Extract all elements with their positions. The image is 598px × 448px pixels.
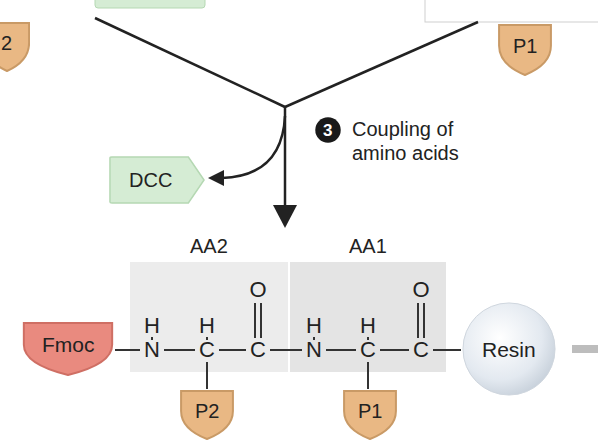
step-number: 3	[315, 117, 341, 143]
atom-oxygen: O	[410, 278, 432, 302]
atom-carbon: C	[357, 338, 379, 362]
atom-oxygen: O	[247, 278, 269, 302]
atom-carbon: C	[410, 338, 432, 362]
node-label: P1	[358, 399, 382, 423]
side-chain-shield: P1	[343, 390, 397, 440]
step-caption: Coupling of amino acids	[352, 117, 492, 165]
resin-box	[425, 0, 598, 22]
resin-bead: Resin	[462, 302, 556, 396]
node-label: 3	[323, 120, 332, 141]
node-label: P2	[195, 399, 219, 423]
reagent-tag: DCC	[108, 156, 206, 204]
next-step-bar	[572, 345, 598, 353]
residue-label: AA2	[190, 234, 228, 258]
atom-nitrogen: N	[303, 338, 325, 362]
side-chain-shield: 2	[0, 22, 30, 72]
node-label: Resin	[482, 337, 536, 362]
atom-hydrogen: H	[357, 314, 379, 338]
node-label: DCC	[129, 168, 172, 192]
residue-label: AA1	[349, 234, 387, 258]
atom-nitrogen: N	[141, 338, 163, 362]
side-chain-shield: P2	[180, 390, 234, 440]
node-label: P1	[513, 34, 537, 58]
arrow-head	[208, 170, 224, 186]
atom-hydrogen: H	[303, 314, 325, 338]
node-label: Fmoc	[42, 332, 95, 357]
atom-carbon: C	[196, 338, 218, 362]
bonds	[115, 303, 461, 389]
arrow-head	[273, 205, 297, 228]
byproduct-arrow	[222, 116, 285, 178]
atom-hydrogen: H	[196, 314, 218, 338]
atom-carbon: C	[247, 338, 269, 362]
node-label: 2	[1, 31, 12, 55]
side-chain-shield: P1	[498, 24, 552, 76]
protecting-group: Fmoc	[22, 322, 114, 376]
merge-line	[95, 18, 285, 107]
reagent-box	[95, 0, 205, 8]
atom-hydrogen: H	[141, 314, 163, 338]
merge-line	[285, 22, 478, 107]
